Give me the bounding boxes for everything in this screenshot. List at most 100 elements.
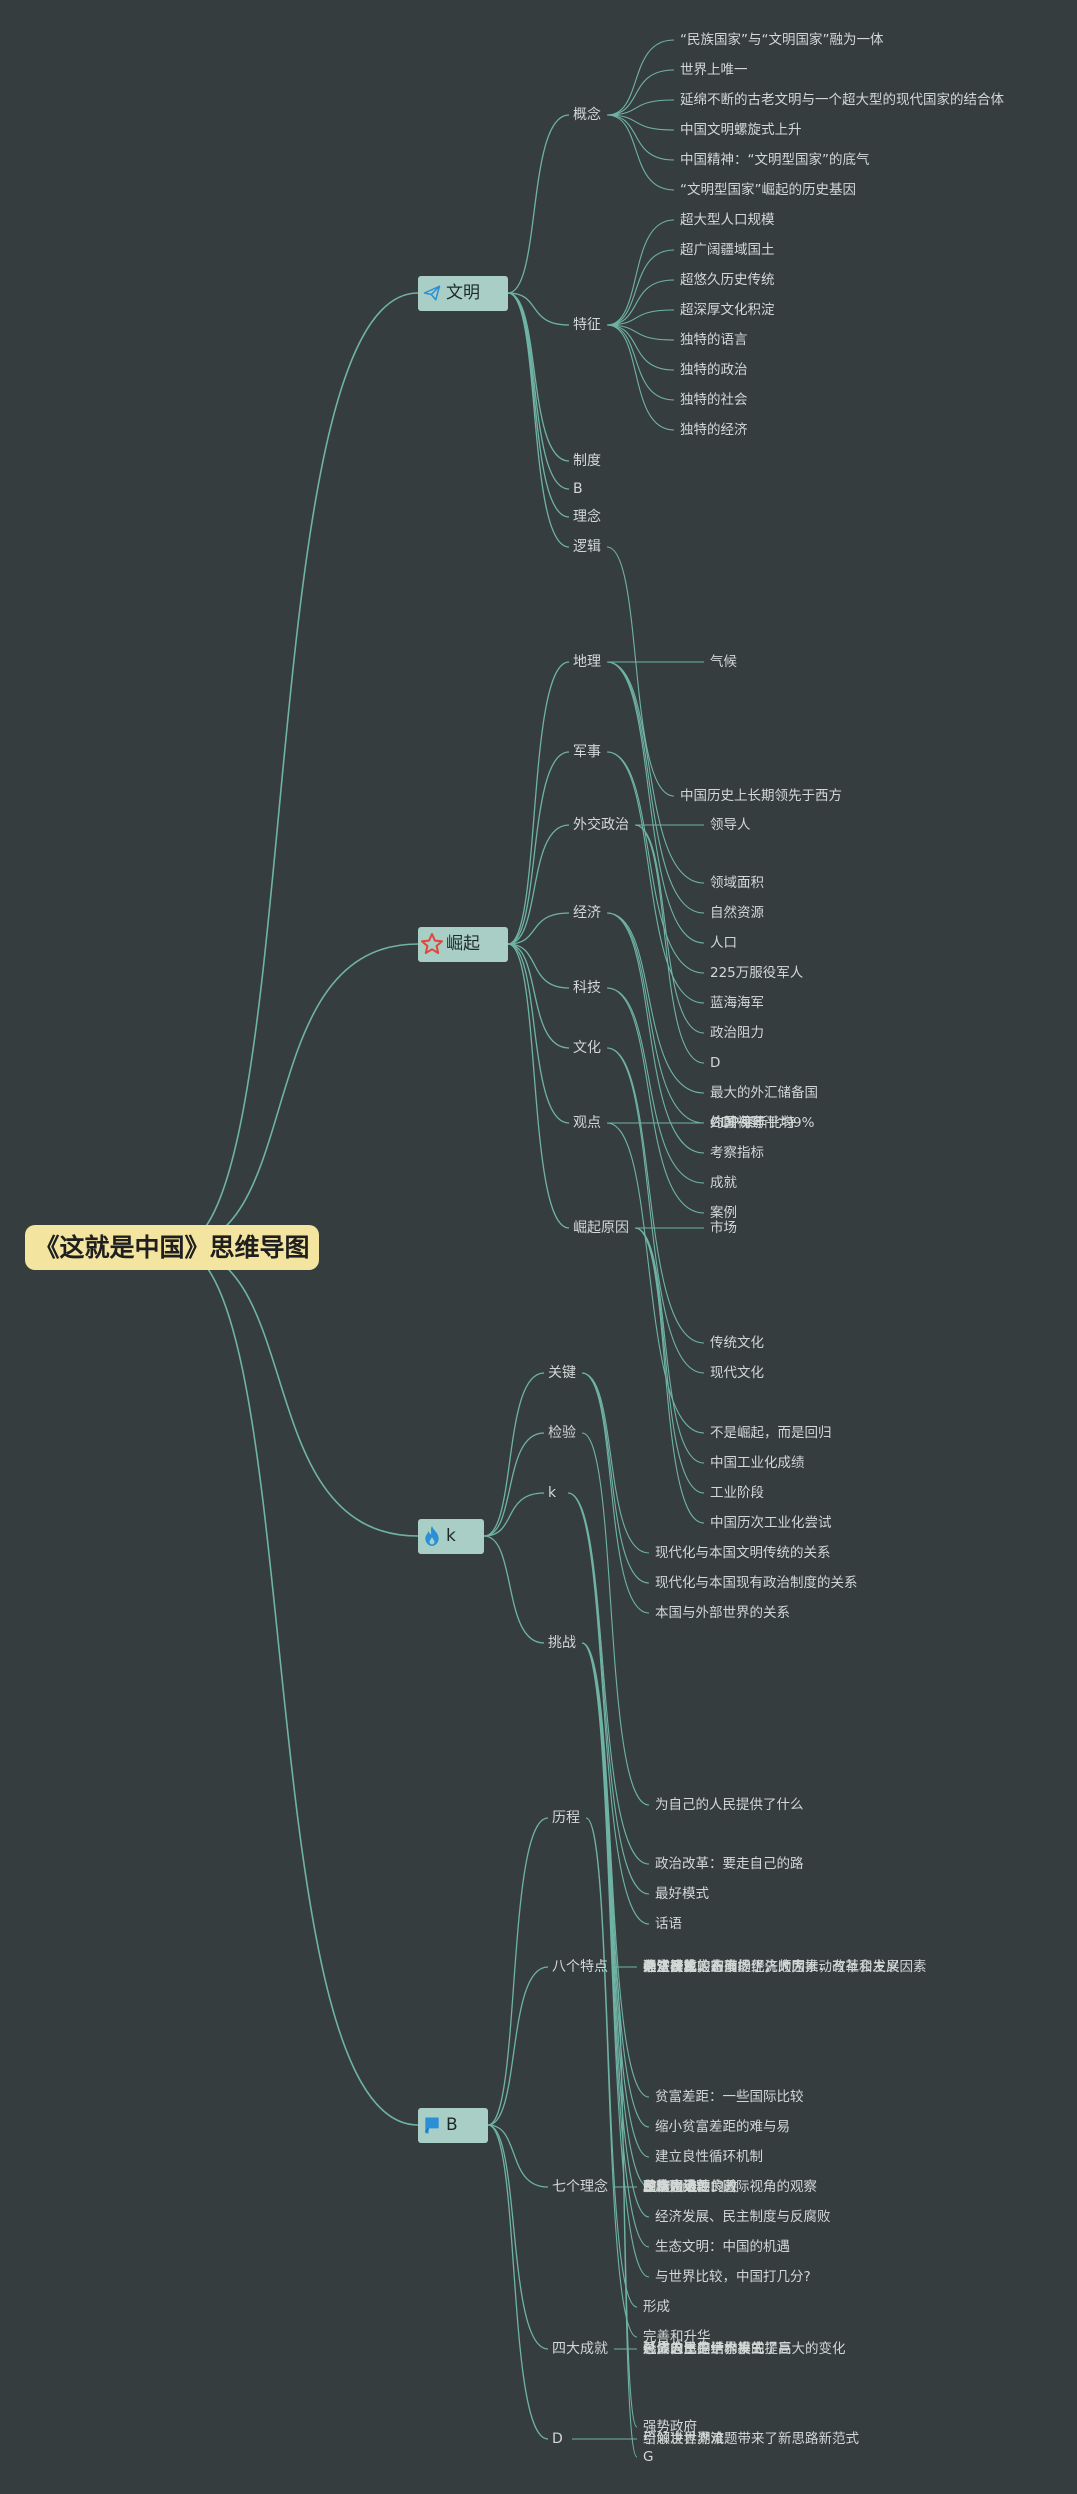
leaf-node[interactable]: 与世界比较，中国打几分? [655,2269,811,2285]
leaf-node[interactable]: 独特的经济 [680,422,748,438]
leaf-node[interactable]: G [643,2449,654,2465]
leaf-node[interactable]: 独特的社会 [680,392,748,408]
subtopic-node[interactable]: D [552,2431,563,2447]
leaf-node[interactable]: 经济模式，有市场经济的因素，有社会主义因素 [643,1959,927,1975]
subtopic-node[interactable]: 概念 [573,107,601,123]
leaf-node[interactable]: D [710,1055,721,1071]
leaf-node[interactable]: 现代化与本国文明传统的关系 [655,1545,831,1561]
leaf-node[interactable]: 话语 [655,1916,682,1932]
subtopic-node[interactable]: 八个特点 [552,1959,608,1975]
branch-topic[interactable]: k [418,1519,484,1554]
leaf-node[interactable]: 世界上唯一 [680,62,748,78]
leaf-node[interactable]: 整体思维 [643,2179,697,2195]
leaf-node[interactable]: 超深厚文化积淀 [680,302,775,318]
leaf-node[interactable]: 励精图治的良政 [643,2179,738,2195]
leaf-node[interactable]: 社会的生存结构发生了巨大的变化 [643,2341,846,2357]
subtopic-node[interactable]: 观点 [573,1115,601,1131]
subtopic-node[interactable]: 特征 [573,317,601,333]
leaf-node[interactable]: 最好模式 [655,1886,709,1902]
leaf-node[interactable]: 超大型人口规模 [680,212,775,228]
leaf-node[interactable]: 人口 [710,935,737,951]
subtopic-node[interactable]: 检验 [548,1425,576,1441]
leaf-node[interactable]: 中国工业化成绩 [710,1455,805,1471]
leaf-node[interactable]: 蓝海海军 [710,995,764,1011]
leaf-node[interactable]: 政绩合法性 [643,2179,711,2195]
subtopic-node[interactable]: 经济 [573,905,601,921]
leaf-node[interactable]: 为自己的人民提供了什么 [655,1797,804,1813]
leaf-node[interactable]: 市场 [710,1220,737,1236]
leaf-node[interactable]: 本国与外部世界的关系 [655,1605,790,1621]
subtopic-node[interactable]: 七个理念 [552,2179,608,2195]
leaf-node[interactable]: 贫富差距：一些国际比较 [655,2089,804,2105]
root-topic[interactable]: 《这就是中国》思维导图 [25,1225,319,1270]
subtopic-node[interactable]: 历程 [552,1810,580,1826]
leaf-node[interactable]: 确立了比较正确的优先顺序 [643,1959,805,1975]
subtopic-node[interactable]: 科技 [573,980,601,996]
leaf-node[interactable]: 经济总量是世界第三 [643,2341,765,2357]
leaf-node[interactable]: 气候 [710,654,737,670]
leaf-node[interactable]: 独特的语言 [680,332,748,348]
subtopic-node[interactable]: 关键 [548,1365,576,1381]
leaf-node[interactable]: 形成自己的一个模式 [643,2341,765,2357]
leaf-node[interactable]: 外国视野 [710,1115,764,1131]
leaf-node[interactable]: 政府是必要的善 [643,2179,738,2195]
leaf-node[interactable]: “文明型国家”崛起的历史基因 [680,182,856,198]
leaf-node[interactable]: 独特的政治 [680,362,748,378]
leaf-node[interactable]: 案例 [710,1205,737,1221]
leaf-node[interactable]: 延绵不断的古老文明与一个超大型的现代国家的结合体 [680,92,1004,108]
leaf-node[interactable]: 超广阔疆域国土 [680,242,775,258]
branch-topic[interactable]: 文明 [418,276,508,311]
subtopic-node[interactable]: 逻辑 [573,539,601,555]
branch-topic[interactable]: 崛起 [418,927,508,962]
leaf-node[interactable]: 建立良性循环机制 [655,2149,763,2165]
leaf-node[interactable]: 考察指标 [710,1145,764,1161]
leaf-node[interactable]: 总体人民生活水平的提高 [643,2341,792,2357]
leaf-node[interactable]: 经济发展、民主制度与反腐败 [655,2209,831,2225]
leaf-node[interactable]: 工业阶段 [710,1485,764,1501]
leaf-node[interactable]: 政治阻力 [710,1025,764,1041]
leaf-node[interactable]: 超悠久历史传统 [680,272,775,288]
leaf-node[interactable]: 给解决世界难题带来了新思路新范式 [643,2431,859,2447]
leaf-node[interactable]: 中国文明螺旋式上升 [680,122,802,138]
leaf-node[interactable]: 在坚持稳定的前提下，大力推动改革和发展 [643,1959,900,1975]
leaf-node[interactable]: 现代化与本国现有政治制度的关系 [655,1575,858,1591]
leaf-node[interactable]: 不是崛起，而是回归 [710,1425,832,1441]
subtopic-node[interactable]: 地理 [573,654,601,670]
subtopic-node[interactable]: 文化 [573,1040,601,1056]
leaf-node[interactable]: 领域面积 [710,875,764,891]
leaf-node[interactable]: 关注民生 [643,1959,697,1975]
subtopic-node[interactable]: B [573,481,583,497]
leaf-node[interactable]: 最大的外汇储备国 [710,1085,818,1101]
subtopic-node[interactable]: 外交政治 [573,817,629,833]
subtopic-node[interactable]: 军事 [573,744,601,760]
leaf-node[interactable]: 自然资源 [710,905,764,921]
leaf-node[interactable]: 225万服役军人 [710,965,804,981]
leaf-node[interactable]: 生态文明：中国的机遇 [655,2239,790,2255]
leaf-node[interactable]: 形成 [643,2299,670,2315]
leaf-node[interactable]: 中国精神：“文明型国家”的底气 [680,152,870,168]
leaf-node[interactable]: 非常开放的态度 [643,1959,738,1975]
leaf-node[interactable]: 和谐中道 [643,2179,697,2195]
subtopic-node[interactable]: k [548,1485,557,1501]
leaf-node[interactable]: 成就 [710,1175,737,1191]
leaf-node[interactable]: 腐败问题：国际视角的观察 [655,2179,817,2195]
subtopic-node[interactable]: 崛起原因 [573,1220,629,1236]
branch-topic[interactable]: B [418,2108,488,2143]
subtopic-node[interactable]: 制度 [573,453,601,469]
leaf-node[interactable]: 约翰·奈斯比特 [710,1115,796,1131]
leaf-node[interactable]: 中国历史上长期领先于西方 [680,788,842,804]
leaf-node[interactable]: 中国历次工业化尝试 [710,1515,832,1531]
leaf-node[interactable]: 领导人 [710,817,751,833]
leaf-node[interactable]: GDP每年平均9% [710,1115,815,1131]
leaf-node[interactable]: 渐进改革 [643,1959,697,1975]
subtopic-node[interactable]: 理念 [573,509,601,525]
leaf-node[interactable]: 民生为大 [643,2179,697,2195]
leaf-node[interactable]: G [643,2179,654,2195]
leaf-node[interactable]: 完善和升华 [643,2329,711,2345]
leaf-node[interactable]: 强势政府 [643,2419,697,2435]
leaf-node[interactable]: 缩小贫富差距的难与易 [655,2119,790,2135]
leaf-node[interactable]: 引领世界潮流 [643,2431,724,2447]
leaf-node[interactable]: 传统文化 [710,1335,764,1351]
subtopic-node[interactable]: 四大成就 [552,2341,608,2357]
leaf-node[interactable]: 现代文化 [710,1365,764,1381]
